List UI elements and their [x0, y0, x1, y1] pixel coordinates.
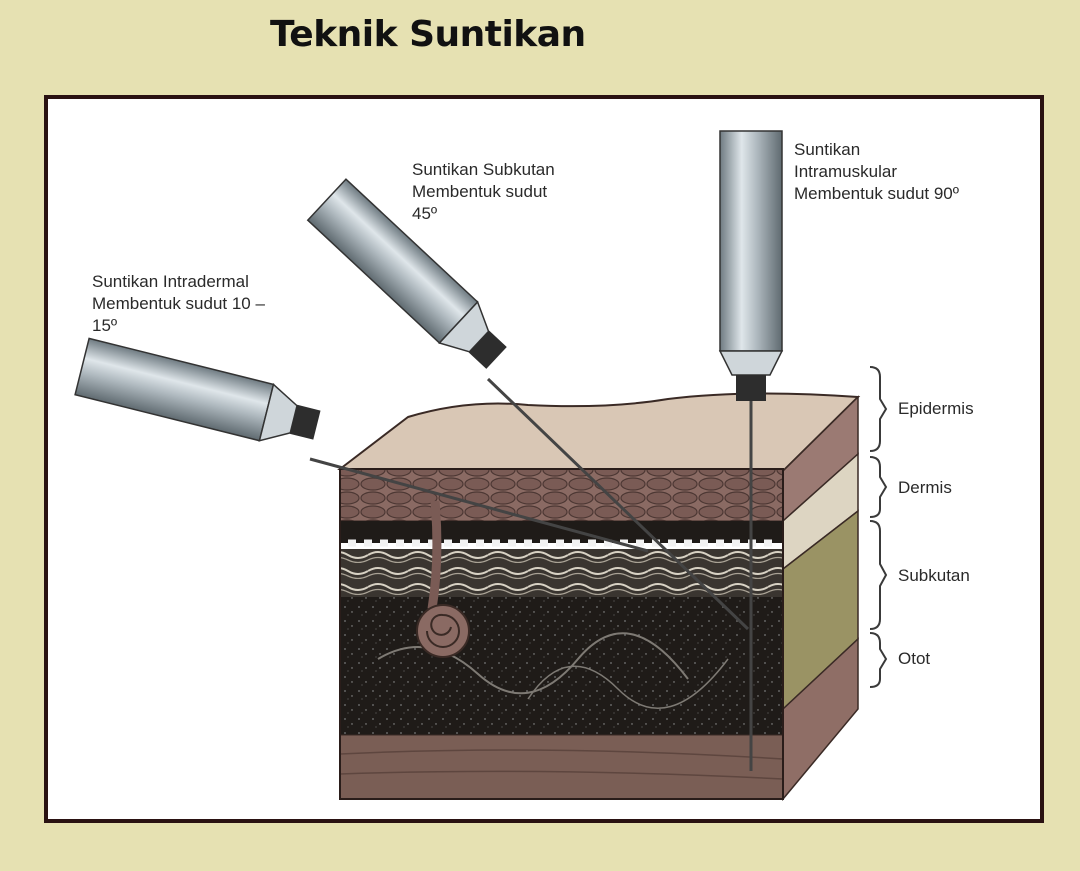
layer-label-otot: Otot: [898, 649, 931, 668]
syringe-subkutan: [306, 178, 750, 631]
label-intramuskular-line1: Suntikan: [794, 140, 861, 159]
label-subkutan-line3: 45º: [412, 204, 438, 223]
label-subkutan-line1: Suntikan Subkutan: [412, 160, 555, 179]
layer-label-subkutan: Subkutan: [898, 566, 970, 585]
label-subkutan-line2: Membentuk sudut: [412, 182, 548, 201]
diagram-frame: Suntikan Intradermal Membentuk sudut 10 …: [44, 95, 1044, 823]
page-title: Teknik Suntikan: [270, 14, 586, 55]
syringe-intradermal: [74, 337, 649, 553]
label-intradermal: Suntikan Intradermal Membentuk sudut 10 …: [92, 271, 265, 337]
syringe-intramuskular: [718, 130, 784, 771]
label-intradermal-line1: Suntikan Intradermal: [92, 272, 249, 291]
label-intramuskular-line2: Intramuskular: [794, 162, 897, 181]
label-intradermal-line2: Membentuk sudut 10 –: [92, 294, 265, 313]
label-intradermal-line3: 15º: [92, 316, 118, 335]
label-subkutan: Suntikan Subkutan Membentuk sudut 45º: [412, 159, 555, 225]
layer-label-epidermis: Epidermis: [898, 399, 974, 418]
label-intramuskular: Suntikan Intramuskular Membentuk sudut 9…: [794, 139, 959, 205]
skin-injection-diagram: [74, 130, 888, 802]
label-intramuskular-line3: Membentuk sudut 90º: [794, 184, 959, 203]
skin-block: [337, 392, 861, 802]
layer-label-dermis: Dermis: [898, 478, 952, 497]
layer-brackets: [869, 366, 888, 688]
